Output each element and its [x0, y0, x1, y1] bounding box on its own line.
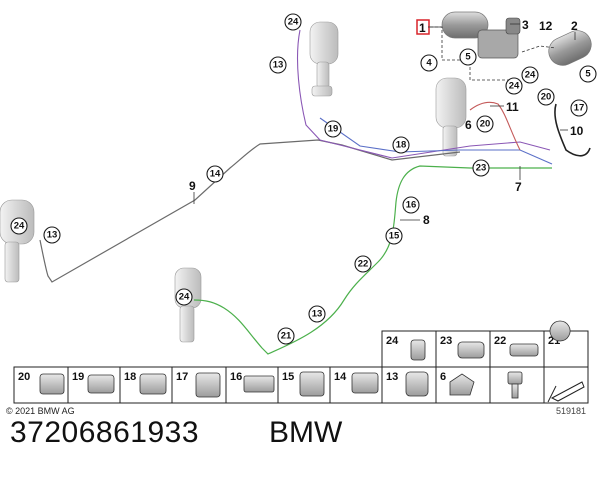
callout-24-right: 24	[521, 66, 539, 84]
air-spring-left	[0, 199, 35, 283]
pressure-tank-left	[441, 11, 489, 39]
legend-13: 13	[386, 371, 398, 383]
svg-text:13: 13	[47, 230, 58, 241]
svg-text:24: 24	[288, 17, 299, 28]
svg-text:13: 13	[273, 60, 284, 71]
legend-24: 24	[386, 335, 399, 347]
callout-24-bottom: 24	[175, 288, 193, 306]
label-3: 3	[522, 18, 529, 32]
callout-5-a: 5	[459, 48, 477, 66]
legend-19: 19	[72, 371, 84, 383]
callout-13-bottom: 13	[308, 305, 326, 323]
line-9	[39, 139, 461, 283]
label-12: 12	[539, 19, 553, 33]
label-9: 9	[189, 179, 196, 193]
pressure-tank-right	[548, 30, 592, 66]
label-6: 6	[465, 118, 472, 132]
callout-24-right-b: 24	[505, 77, 523, 95]
legend-22: 22	[494, 335, 506, 347]
line-red	[469, 101, 521, 151]
callout-18: 18	[392, 136, 410, 154]
callout-14: 14	[206, 165, 224, 183]
svg-text:18: 18	[396, 140, 407, 151]
drawing-number: 519181	[556, 406, 587, 416]
part-number: 37206861933	[10, 416, 200, 449]
legend-18: 18	[124, 371, 136, 383]
callout-22: 22	[354, 255, 372, 273]
callout-19: 19	[324, 120, 342, 138]
air-spring-bottom	[174, 267, 202, 343]
copyright-text: © 2021 BMW AG	[6, 406, 75, 416]
label-10: 10	[570, 124, 584, 138]
svg-text:14: 14	[210, 169, 221, 180]
line-10	[554, 103, 591, 157]
svg-text:17: 17	[574, 103, 585, 114]
legend-bottom-row: 20 19 18 17 16 15 14 13 6	[13, 366, 589, 404]
svg-text:19: 19	[328, 124, 339, 135]
air-spring-right	[435, 77, 467, 157]
callout-23: 23	[472, 159, 490, 177]
legend-16: 16	[230, 371, 242, 383]
legend-23: 23	[440, 335, 452, 347]
callout-24-left: 24	[10, 217, 28, 235]
line-blue	[319, 117, 553, 165]
legend-top-row: 24 23 22 21	[381, 320, 589, 368]
callout-16: 16	[402, 196, 420, 214]
legend-6: 6	[440, 371, 446, 383]
label-8: 8	[423, 213, 430, 227]
legend-17: 17	[176, 371, 188, 383]
svg-text:24: 24	[525, 70, 536, 81]
label-1: 1	[419, 21, 426, 35]
parts-diagram: 24 13 19 18 14 24 13 16 15 22 24 13 21 2…	[0, 11, 597, 404]
svg-text:24: 24	[179, 292, 190, 303]
label-7: 7	[515, 180, 522, 194]
svg-text:16: 16	[406, 200, 417, 211]
callout-15: 15	[385, 227, 403, 245]
brand-name: BMW	[269, 416, 343, 449]
label-11: 11	[506, 100, 519, 114]
line-green	[193, 165, 552, 355]
callout-21: 21	[277, 327, 295, 345]
svg-text:24: 24	[14, 221, 25, 232]
air-spring-top	[309, 21, 339, 97]
line-purple-top	[296, 29, 551, 159]
svg-text:15: 15	[389, 231, 400, 242]
line-12-dash	[521, 45, 557, 53]
callout-13-top: 13	[269, 56, 287, 74]
callout-24-top: 24	[284, 13, 302, 31]
svg-text:20: 20	[541, 92, 552, 103]
callout-4: 4	[420, 54, 438, 72]
callout-17: 17	[570, 99, 588, 117]
callout-20-b: 20	[537, 88, 555, 106]
legend-14: 14	[334, 371, 347, 383]
label-2: 2	[571, 19, 578, 33]
callout-13-left: 13	[43, 226, 61, 244]
svg-text:4: 4	[426, 58, 432, 69]
svg-text:21: 21	[281, 331, 292, 342]
svg-text:23: 23	[476, 163, 487, 174]
svg-text:5: 5	[585, 69, 591, 80]
svg-text:20: 20	[480, 119, 491, 130]
legend-15: 15	[282, 371, 294, 383]
svg-text:24: 24	[509, 81, 520, 92]
svg-text:13: 13	[312, 309, 323, 320]
callout-5-b: 5	[579, 65, 597, 83]
svg-text:22: 22	[358, 259, 369, 270]
legend-arrow-icon	[550, 381, 585, 402]
legend-20: 20	[18, 371, 30, 383]
compressor-unit	[477, 17, 521, 59]
svg-text:5: 5	[465, 52, 471, 63]
callout-20: 20	[476, 115, 494, 133]
